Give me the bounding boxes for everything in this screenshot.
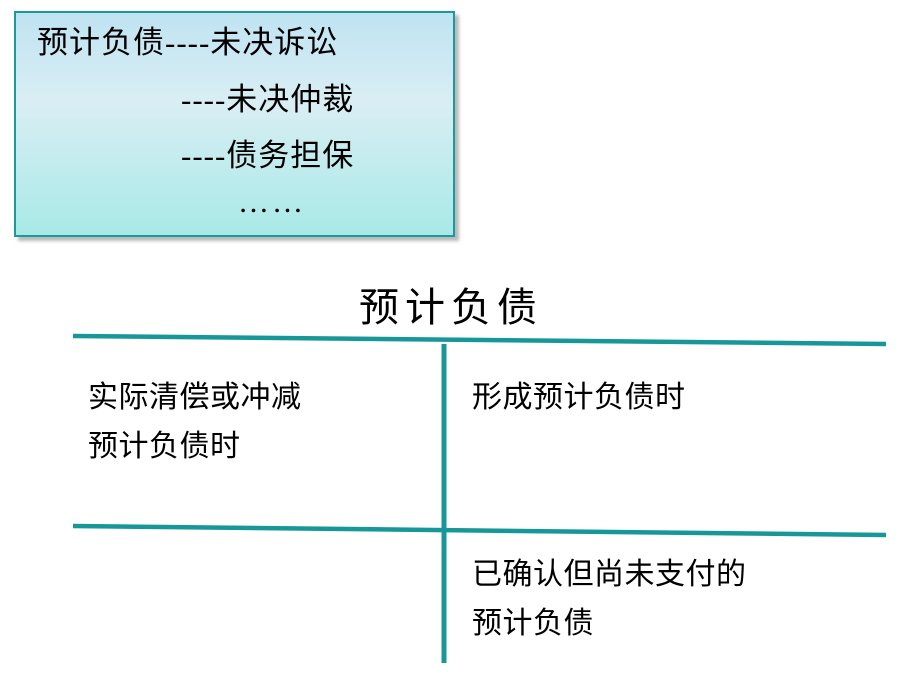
t-account-credit-balance: 已确认但尚未支付的 预计负债 bbox=[472, 550, 747, 648]
provision-examples-box: 预计负债----未决诉讼 ----未决仲裁 ----债务担保 …… bbox=[14, 11, 455, 237]
debit-upper-line-2: 预计负债时 bbox=[88, 430, 241, 463]
note-line-debt-guarantee: ----债务担保 bbox=[181, 138, 355, 173]
t-account-debit-upper: 实际清偿或冲减 预计负债时 bbox=[88, 373, 302, 471]
credit-upper-line-1: 形成预计负债时 bbox=[472, 381, 686, 414]
t-account-top-rule bbox=[72, 333, 887, 347]
t-account-credit-upper: 形成预计负债时 bbox=[472, 373, 686, 422]
credit-balance-line-2: 预计负债 bbox=[472, 607, 594, 640]
note-line-provision-litigation: 预计负债----未决诉讼 bbox=[37, 25, 339, 60]
note-line-arbitration: ----未决仲裁 bbox=[181, 82, 355, 117]
debit-upper-line-1: 实际清偿或冲减 bbox=[88, 381, 302, 414]
note-line-ellipsis: …… bbox=[238, 184, 306, 219]
t-account-bottom-rule bbox=[72, 523, 887, 538]
t-account-title: 预计负债 bbox=[359, 285, 543, 330]
credit-balance-line-1: 已确认但尚未支付的 bbox=[472, 558, 747, 591]
